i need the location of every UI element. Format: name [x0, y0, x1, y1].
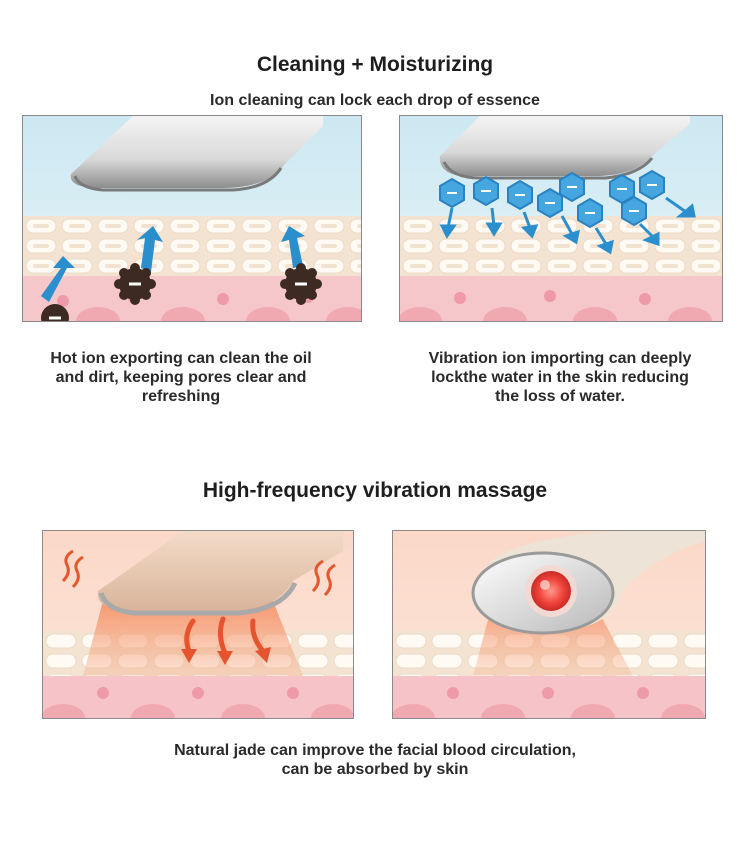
caption-line: Natural jade can improve the facial bloo… [174, 742, 576, 759]
caption-ion-importing: Vibration ion importing can deeply lockt… [399, 349, 721, 406]
caption-line: the loss of water. [495, 388, 625, 405]
caption-line: lockthe water in the skin reducing [431, 369, 689, 386]
dirt-particle-icon [41, 263, 322, 321]
section1-subtitle: Ion cleaning can lock each drop of essen… [210, 92, 540, 109]
panel-ion-importing [399, 115, 723, 322]
caption-line: Vibration ion importing can deeply [428, 350, 692, 367]
device-head-icon [439, 116, 690, 180]
device-head-icon [97, 531, 343, 616]
caption-line: and dirt, keeping pores clear and [55, 369, 307, 386]
panel-jade-massage [392, 530, 706, 719]
caption-line: refreshing [141, 388, 221, 405]
caption-line: can be absorbed by skin [281, 761, 469, 778]
caption-jade: Natural jade can improve the facial bloo… [0, 741, 750, 779]
caption-ion-cleaning: Hot ion exporting can clean the oil and … [22, 349, 340, 406]
section2-title: High-frequency vibration massage [202, 479, 548, 502]
section1-title: Cleaning + Moisturizing [256, 53, 494, 76]
panel-warm-massage [42, 530, 354, 719]
panel-ion-cleaning [22, 115, 362, 322]
caption-line: Hot ion exporting can clean the oil [50, 350, 312, 367]
device-head-icon [70, 116, 323, 192]
water-ion-icon [439, 169, 696, 255]
red-light-icon [525, 565, 577, 617]
heat-wave-icon [61, 549, 336, 597]
